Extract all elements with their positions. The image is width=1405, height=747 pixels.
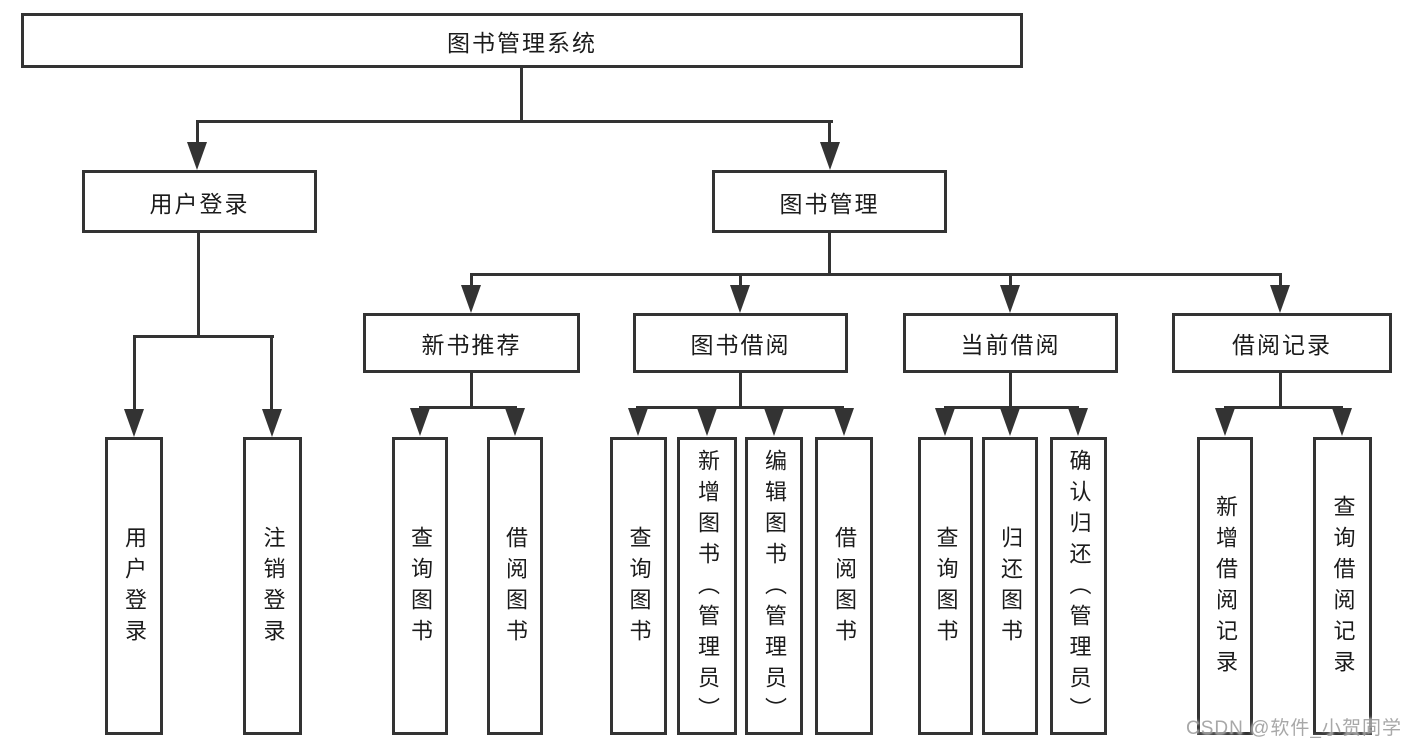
connector-line [1279, 273, 1282, 287]
node-query-book-leaf: 查询图书 [392, 437, 448, 735]
connector-line [196, 120, 199, 144]
arrow-down-icon [1068, 408, 1088, 436]
connector-line [133, 335, 274, 338]
arrow-down-icon [764, 408, 784, 436]
connector-line [828, 120, 831, 144]
arrow-down-icon [730, 285, 750, 313]
arrow-down-icon [1000, 285, 1020, 313]
connector-line [470, 273, 1282, 276]
connector-line [739, 273, 742, 287]
arrow-down-icon [1000, 408, 1020, 436]
connector-line [470, 371, 473, 409]
node-query-borrow-record-leaf: 查询借阅记录 [1313, 437, 1372, 735]
node-borrow-book-leaf: 借阅图书 [487, 437, 543, 735]
connector-line [470, 273, 473, 287]
connector-line [1009, 273, 1012, 287]
arrow-down-icon [935, 408, 955, 436]
arrow-down-icon [820, 142, 840, 170]
arrow-down-icon [697, 408, 717, 436]
node-query-book-leaf: 查询图书 [610, 437, 667, 735]
connector-line [1224, 406, 1343, 409]
node-borrow-record: 借阅记录 [1172, 313, 1392, 373]
node-book-management: 图书管理 [712, 170, 947, 233]
arrow-down-icon [1215, 408, 1235, 436]
arrow-down-icon [410, 408, 430, 436]
node-borrow-book-leaf: 借阅图书 [815, 437, 873, 735]
node-logout-leaf: 注销登录 [243, 437, 302, 735]
arrow-down-icon [834, 408, 854, 436]
connector-line [270, 335, 273, 411]
node-query-book-leaf: 查询图书 [918, 437, 973, 735]
connector-line [133, 335, 136, 411]
node-user-login: 用户登录 [82, 170, 317, 233]
node-new-book-recommend: 新书推荐 [363, 313, 580, 373]
connector-line [520, 66, 523, 122]
node-current-borrow: 当前借阅 [903, 313, 1118, 373]
watermark: CSDN @软件_小贺同学 [1186, 718, 1402, 739]
arrow-down-icon [1332, 408, 1352, 436]
arrow-down-icon [461, 285, 481, 313]
arrow-down-icon [1270, 285, 1290, 313]
connector-line [944, 406, 1079, 409]
arrow-down-icon [187, 142, 207, 170]
node-book-borrow: 图书借阅 [633, 313, 848, 373]
arrow-down-icon [124, 409, 144, 437]
connector-line [197, 231, 200, 337]
connector-line [1009, 371, 1012, 409]
node-user-login-leaf: 用户登录 [105, 437, 163, 735]
node-return-book-leaf: 归还图书 [982, 437, 1038, 735]
arrow-down-icon [505, 408, 525, 436]
connector-line [828, 231, 831, 275]
arrow-down-icon [262, 409, 282, 437]
node-confirm-return-admin-leaf: 确认归还（管理员） [1050, 437, 1107, 735]
node-edit-book-admin-leaf: 编辑图书（管理员） [745, 437, 803, 735]
connector-line [636, 406, 844, 409]
node-root-system: 图书管理系统 [21, 13, 1023, 68]
connector-line [196, 120, 833, 123]
connector-line [739, 371, 742, 409]
connector-line [419, 406, 517, 409]
connector-line [1279, 371, 1282, 409]
arrow-down-icon [628, 408, 648, 436]
node-add-book-admin-leaf: 新增图书（管理员） [677, 437, 737, 735]
node-add-borrow-record-leaf: 新增借阅记录 [1197, 437, 1253, 735]
